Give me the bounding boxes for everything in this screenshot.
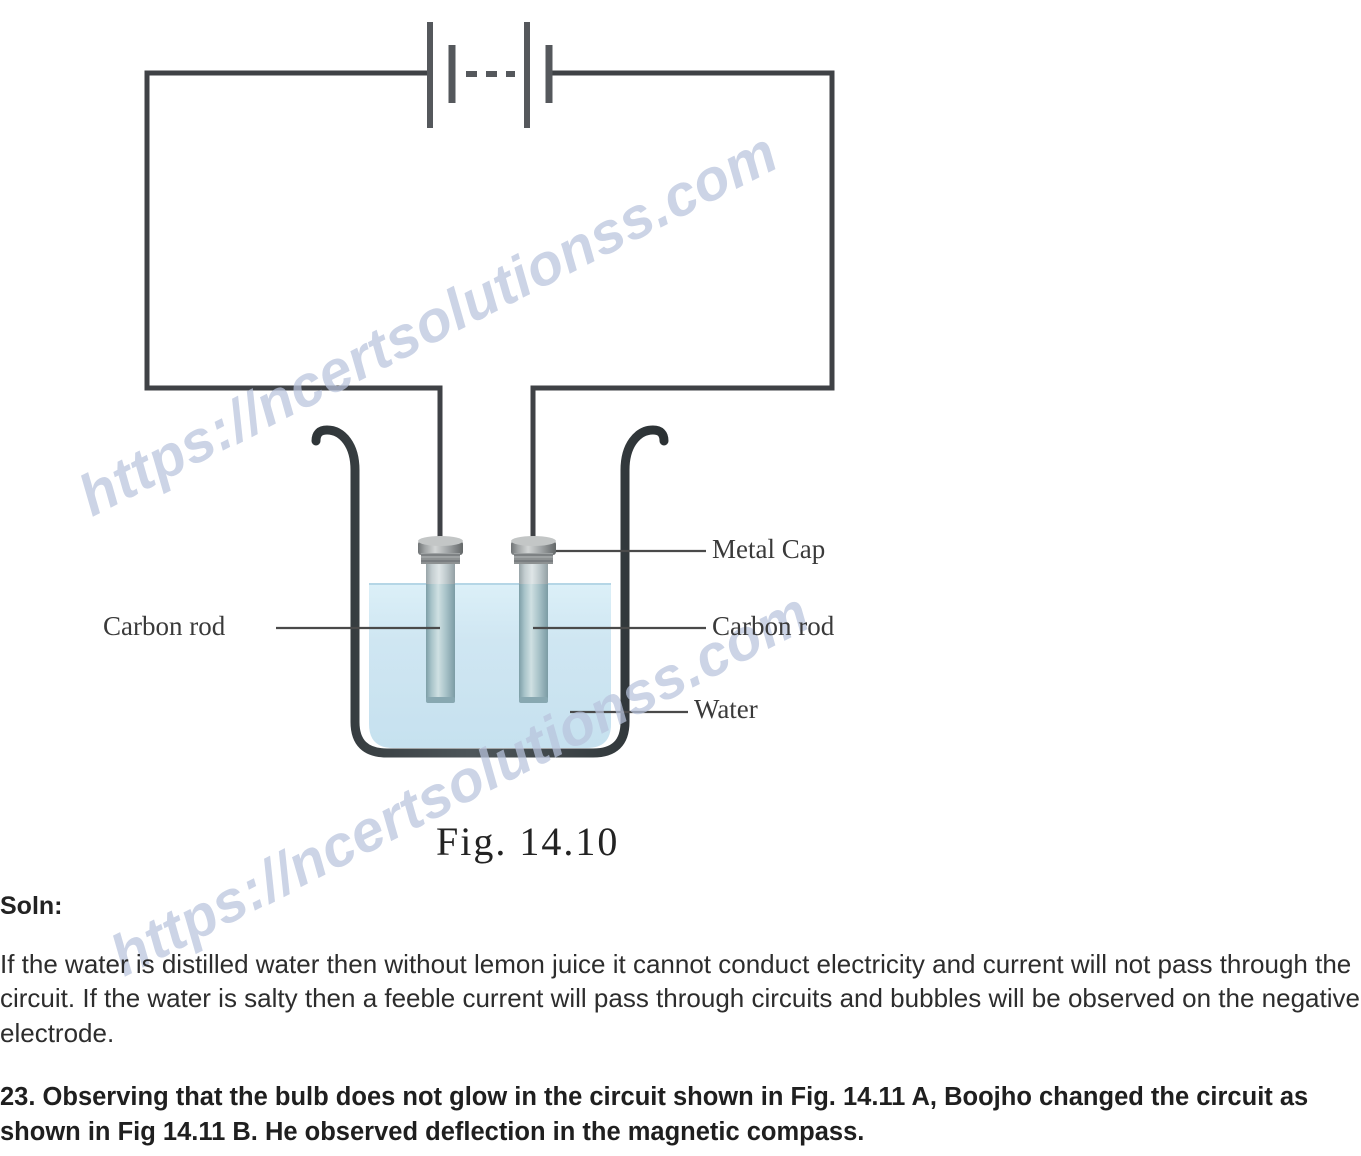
solution-text-block: Soln: If the water is distilled water th…: [0, 892, 1361, 1149]
carbon-rod-right-body: [519, 566, 548, 701]
metal-cap-right: [511, 536, 556, 564]
figure-caption: Fig. 14.10: [436, 819, 620, 864]
circuit-diagram-svg: [144, 22, 835, 758]
carbon-rod-left-body: [426, 566, 455, 701]
label-carbon-rod-right: Carbon rod: [712, 611, 835, 641]
water-fill: [369, 583, 611, 748]
leader-lines: [276, 549, 706, 714]
beaker: [311, 425, 669, 758]
label-carbon-rod-left: Carbon rod: [103, 611, 226, 641]
label-water: Water: [694, 694, 758, 724]
question-23-text: 23. Observing that the bulb does not glo…: [0, 1083, 1309, 1146]
battery-symbol: [427, 22, 553, 128]
circuit-wires: [144, 70, 835, 546]
figure-electrolysis-of-water: https://ncertsolutionss.com https://ncer…: [68, 22, 835, 989]
beaker-outline: [311, 425, 669, 758]
electrode-right: [511, 536, 556, 703]
soln-heading: Soln:: [0, 892, 63, 920]
metal-cap-left: [418, 536, 463, 564]
answer-paragraph: If the water is distilled water then wit…: [0, 948, 1360, 1048]
electrode-left: [418, 536, 463, 703]
label-metal-cap: Metal Cap: [712, 534, 826, 564]
